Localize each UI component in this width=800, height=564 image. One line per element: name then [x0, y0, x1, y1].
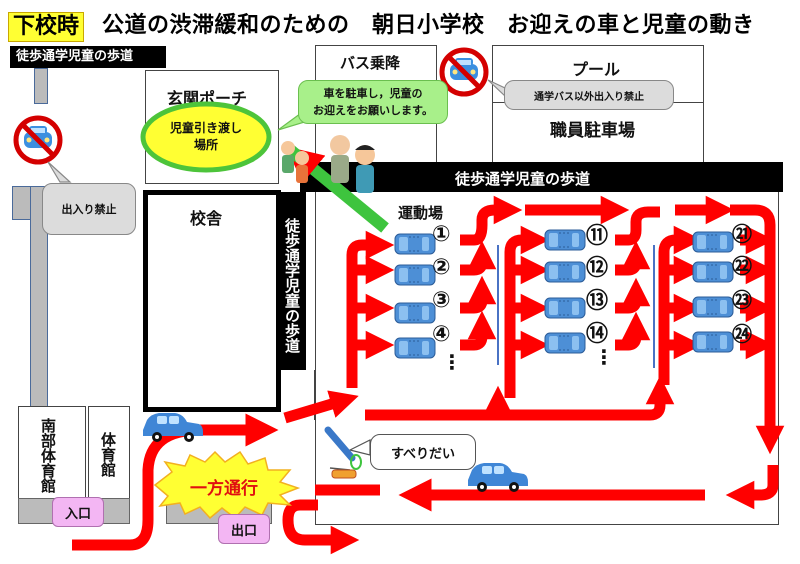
more-spots-indicator: ⋮	[594, 345, 614, 369]
parked-car-icon	[544, 261, 586, 283]
south-gym-label: 南部体育館	[39, 418, 57, 493]
parked-car-icon	[544, 229, 586, 251]
page-title: 公道の渋滞緩和のための 朝日小学校 お迎えの車と児童の動き	[102, 13, 755, 38]
one-way-burst	[153, 450, 301, 520]
route-arrow	[346, 230, 395, 388]
walkway-vertical-edge	[314, 370, 315, 420]
route-arrow	[730, 204, 785, 455]
people-walking-icon	[281, 135, 375, 193]
spot-number: ㉒	[732, 254, 752, 278]
walkway-label-top-left: 徒歩通学児童の歩道	[10, 46, 166, 68]
slide-icon	[324, 426, 362, 479]
parked-car-icon	[394, 264, 436, 286]
park-request-line1: 車を駐車し，児童の	[323, 87, 423, 100]
parked-car-icon	[692, 296, 734, 318]
callout-tail	[487, 79, 506, 98]
callout-tail	[47, 161, 72, 183]
spot-number: ㉑	[732, 222, 752, 246]
parked-car-icon	[692, 231, 734, 253]
walkway-label-vertical: 徒歩通学児童の歩道	[278, 192, 306, 370]
spot-number: ⑭	[586, 322, 609, 347]
bus-only-callout: 通学バス以外出入り禁止	[504, 80, 674, 110]
spot-number: ⑫	[586, 256, 609, 281]
route-arrow	[725, 465, 779, 510]
parked-car-icon	[544, 297, 586, 319]
car-icon	[468, 463, 528, 492]
spot-number: ①	[432, 222, 451, 247]
route-arrow	[504, 225, 550, 398]
exit-label: 出口	[218, 514, 270, 544]
route-arrow	[460, 195, 523, 246]
spot-number: ⑬	[586, 289, 609, 314]
route-arrow	[460, 275, 497, 314]
bus-stop-label: バス乗降	[340, 54, 401, 72]
parked-car-icon	[692, 331, 734, 353]
school-building-label: 校舎	[190, 209, 223, 228]
route-arrow	[615, 311, 651, 351]
no-entry-callout: 出入り禁止	[42, 183, 136, 235]
title-highlight: 下校時	[8, 12, 85, 42]
playground-label: 運動場	[398, 204, 444, 222]
spot-number: ③	[432, 288, 451, 313]
spot-number: ㉓	[732, 288, 752, 312]
spot-number: ②	[432, 255, 451, 280]
parked-car-icon	[394, 302, 436, 324]
park-request-line2: お迎えをお願いします。	[313, 104, 433, 117]
staff-parking-label: 職員駐車場	[550, 121, 635, 141]
handover-label: 児童引き渡し 場所	[160, 120, 252, 154]
spot-number: ④	[432, 322, 451, 347]
park-request-callout: 車を駐車し，児童の お迎えをお願いします。	[298, 80, 448, 124]
handover-label-line1: 児童引き渡し	[169, 121, 242, 135]
one-way-label: 一方通行	[190, 479, 258, 499]
route-arrow	[658, 225, 703, 385]
no-car-icon	[442, 50, 486, 94]
pool-label: プール	[572, 60, 621, 79]
more-spots-indicator: ⋮	[442, 350, 462, 374]
route-arrow	[460, 240, 497, 276]
handover-label-line2: 場所	[193, 138, 218, 152]
slide-callout: すべりだい	[370, 434, 476, 470]
gym-building	[88, 406, 130, 500]
walkway-band-right	[300, 162, 783, 192]
gym-label: 体育館	[99, 432, 117, 477]
route-arrow	[460, 310, 497, 351]
parked-car-icon	[394, 337, 436, 359]
exit-arrow	[282, 499, 360, 555]
road-segment	[34, 68, 48, 104]
parked-car-icon	[544, 332, 586, 354]
callout-tail	[348, 439, 371, 456]
traffic-route	[72, 195, 785, 555]
parked-car-icon	[692, 261, 734, 283]
school-building	[143, 190, 281, 412]
route-arrow	[365, 375, 675, 421]
route-arrow	[615, 240, 651, 276]
parked-car-icon	[394, 233, 436, 255]
spot-number: ⑪	[586, 224, 609, 249]
entrance-label: 入口	[52, 497, 104, 527]
spot-number: ㉔	[732, 322, 752, 346]
route-arrow	[615, 277, 651, 314]
walkway-label-right: 徒歩通学児童の歩道	[455, 170, 591, 188]
route-arrow	[283, 390, 359, 424]
no-car-icon	[16, 118, 60, 162]
handover-area	[140, 101, 272, 173]
south-gym-building	[18, 406, 86, 500]
